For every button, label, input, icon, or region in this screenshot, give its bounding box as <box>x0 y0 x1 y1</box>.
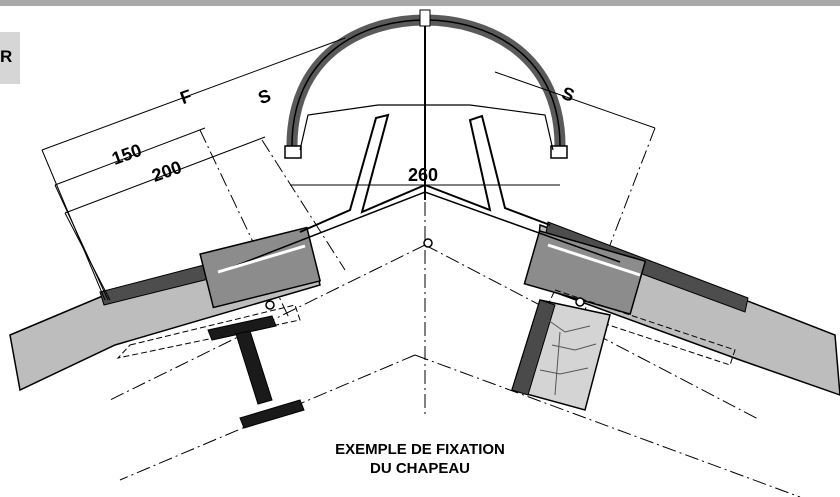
corner-tab <box>0 32 20 84</box>
construction-line-right-lower <box>414 354 801 497</box>
dim-line-200 <box>64 136 266 214</box>
label-f: F <box>177 86 194 109</box>
label-200: 200 <box>149 157 184 186</box>
caption-line-1: EXEMPLE DE FIXATION <box>335 441 505 458</box>
construction-line-left-lower <box>119 354 416 481</box>
dim-line-150 <box>54 127 206 186</box>
label-s-right: S <box>559 83 577 106</box>
central-bolt <box>265 9 585 310</box>
right-rafter <box>523 221 840 396</box>
label-150: 150 <box>109 140 144 169</box>
construction-line-right <box>424 244 761 421</box>
dimension-labels: F S 150 200 260 S <box>109 83 577 186</box>
caption-line-2: DU CHAPEAU <box>369 460 470 477</box>
i-beam <box>207 315 305 429</box>
dim-line-s-right <box>494 71 656 129</box>
left-rafter <box>9 226 322 392</box>
extension-line-200 <box>261 139 346 271</box>
stone-block <box>511 299 611 411</box>
label-260: 260 <box>408 165 438 185</box>
dimension-lines <box>41 37 656 301</box>
label-s-left: S <box>255 85 273 108</box>
corner-letter: R <box>0 47 13 66</box>
top-frame-bar <box>0 0 840 6</box>
dim-line-f <box>41 37 346 151</box>
diagram-caption: EXEMPLE DE FIXATION DU CHAPEAU <box>270 440 570 478</box>
